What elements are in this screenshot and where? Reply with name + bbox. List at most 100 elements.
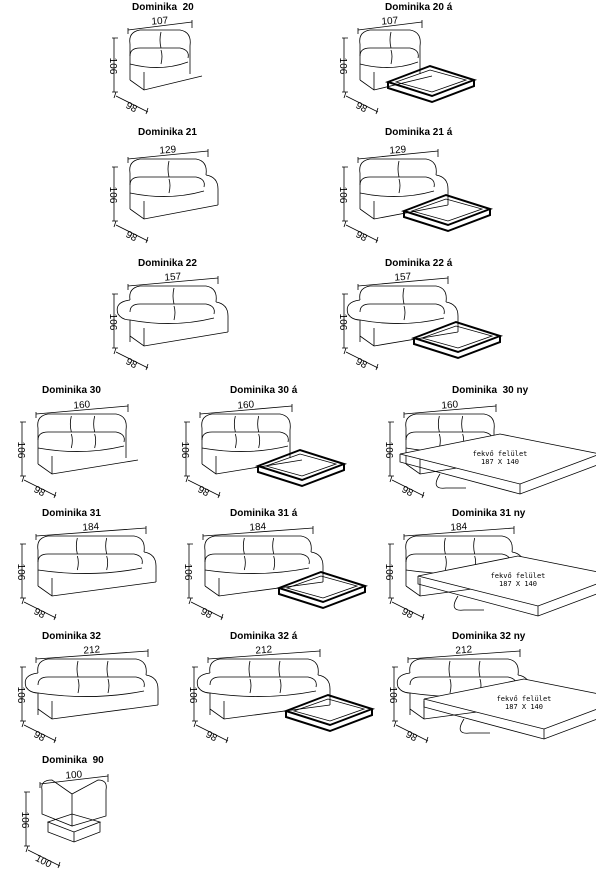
depth-dimension-line [113, 347, 149, 371]
height-dimension: 106 [15, 564, 26, 581]
cushion-seam [461, 415, 464, 433]
depth-dimension-line [343, 91, 379, 115]
product-title: Dominika 30 [42, 385, 101, 396]
cushion-seam [172, 287, 175, 305]
bed-mattress [423, 678, 596, 730]
left-armrest [346, 299, 361, 342]
base [37, 459, 139, 475]
seat-front [37, 445, 125, 452]
width-dimension-line [207, 649, 321, 663]
width-dimension-line [357, 149, 439, 163]
width-dimension: 107 [381, 15, 399, 27]
product-title: Dominika 31 ny [452, 508, 526, 519]
height-dimension-line [392, 666, 398, 722]
depth-dimension-line [389, 475, 425, 499]
height-dimension: 106 [107, 187, 118, 204]
sofa-back [405, 535, 513, 553]
height-dimension: 106 [387, 687, 398, 704]
width-dimension-line [202, 526, 314, 540]
cushion-seam [77, 678, 80, 694]
cushion-seam [389, 31, 392, 49]
sofa-seat [359, 303, 445, 315]
seat-front [37, 567, 143, 574]
sofa-back [129, 29, 191, 47]
width-dimension: 100 [65, 769, 83, 781]
seat-front [129, 190, 205, 197]
width-dimension: 184 [450, 521, 468, 533]
cushion-seam [70, 433, 73, 449]
depth-dimension: 98 [400, 484, 415, 499]
base [129, 331, 229, 347]
depth-dimension-line [188, 597, 224, 621]
height-dimension-line [112, 166, 118, 222]
base [37, 581, 157, 597]
product-title: Dominika 32 ny [452, 631, 526, 642]
right-armrest [143, 551, 157, 582]
right-armrest [435, 174, 449, 205]
cushion-seam [443, 537, 446, 555]
corner-back-right [71, 779, 107, 827]
width-dimension: 129 [159, 144, 177, 156]
cushion-seam [106, 660, 109, 678]
height-dimension-line [184, 421, 190, 477]
depth-dimension-line [21, 597, 57, 621]
depth-dimension-line [21, 475, 57, 499]
width-dimension: 157 [164, 271, 182, 283]
sofa-back [359, 285, 447, 303]
width-dimension: 160 [237, 399, 255, 411]
right-armrest [205, 174, 219, 205]
cushion-seam [437, 415, 440, 433]
height-dimension: 106 [383, 442, 394, 459]
sofa-back [359, 29, 421, 47]
width-dimension: 212 [83, 644, 101, 656]
cushion-seam [167, 160, 170, 178]
cushion-seam [106, 555, 109, 571]
base [129, 204, 219, 220]
cushion-seam [93, 415, 96, 433]
height-dimension: 106 [187, 687, 198, 704]
right-armrest [215, 301, 229, 332]
bed-leg [453, 595, 484, 611]
width-dimension-line [127, 149, 209, 163]
sofa-seat [37, 676, 145, 688]
sofa-seat [209, 676, 317, 688]
sofa-seat [37, 431, 125, 443]
width-dimension-line [35, 649, 149, 663]
width-dimension-line [127, 276, 219, 290]
cushion-seam [105, 537, 108, 555]
depth-dimension: 98 [32, 484, 47, 499]
drawer-front [285, 709, 373, 733]
cushion-seam [94, 433, 97, 449]
depth-dimension-line [21, 720, 57, 744]
product-title: Dominika 30 á [230, 385, 298, 396]
product-title: Dominika 32 á [230, 631, 298, 642]
product-title: Dominika 21 á [385, 127, 453, 138]
seat-front [359, 61, 419, 68]
bed-label: fekvő felület [491, 571, 546, 580]
height-dimension-line [388, 421, 394, 477]
sofa-seat [201, 431, 289, 443]
depth-dimension: 98 [204, 729, 219, 744]
corner-seat [46, 813, 102, 833]
product-title: Dominika 22 [138, 258, 197, 269]
cushion-seam [398, 178, 401, 194]
cushion-seam [234, 433, 237, 449]
base [209, 704, 331, 720]
sofa-back [129, 158, 207, 176]
width-dimension-line [199, 404, 293, 418]
sofa-back [405, 413, 495, 431]
product-title: Dominika 20 [132, 2, 194, 13]
cushion-seam [449, 678, 452, 694]
bed-size: 187 X 140 [499, 580, 537, 588]
